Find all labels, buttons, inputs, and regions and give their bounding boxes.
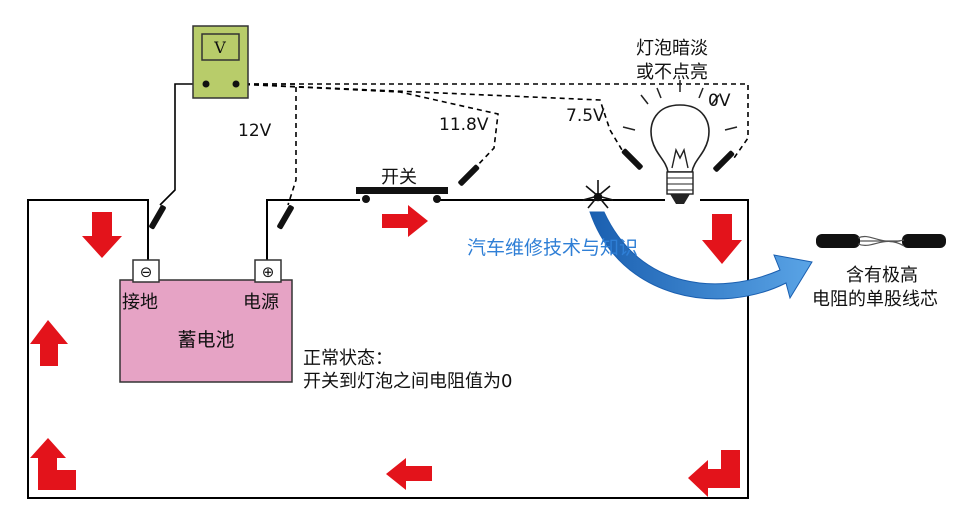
probe-bulb-output [713, 150, 735, 172]
flow-arrow-corner-right [688, 450, 740, 497]
voltmeter: V [192, 25, 249, 99]
flow-arrow-right [382, 205, 428, 237]
battery-pos-terminal: ⊕ [262, 263, 275, 281]
probe-ground [149, 205, 166, 230]
switch [356, 187, 448, 203]
fault-spark [582, 180, 614, 209]
probe-power [277, 205, 294, 230]
flow-arrow-left [386, 458, 432, 490]
battery: ⊖ ⊕ 接地 电源 蓄电池 [119, 259, 293, 383]
battery-name: 蓄电池 [177, 329, 234, 351]
voltmeter-terminal-pos [232, 80, 240, 88]
bulb-note-line1: 灯泡暗淡 [636, 38, 708, 59]
flow-arrow-corner-left [30, 438, 76, 490]
wire-note-line1: 含有极高 [846, 265, 918, 286]
switch-label: 开关 [381, 167, 417, 188]
normal-note-line2: 开关到灯泡之间电阻值为0 [303, 371, 513, 392]
normal-note-line1: 正常状态： [303, 348, 393, 369]
probe-dashed-leads [235, 83, 749, 206]
high-resistance-wire-icon [816, 234, 946, 248]
flow-arrow-down-left [82, 212, 122, 258]
flow-arrow-up-left [30, 320, 68, 366]
battery-power-label: 电源 [243, 292, 279, 313]
voltmeter-display: V [213, 38, 226, 57]
probe-reading-7-5v: 7.5V [566, 106, 605, 126]
highlight-curve-arrow [589, 211, 813, 300]
circuit-wires [27, 199, 749, 499]
probe-bulb-input [621, 148, 643, 170]
current-flow-arrows [30, 205, 742, 497]
probe-switch-output [458, 164, 480, 186]
battery-neg-terminal: ⊖ [140, 263, 153, 281]
meter-leads [159, 83, 206, 206]
voltmeter-terminal-neg [202, 80, 210, 88]
bulb [622, 80, 738, 204]
probes [149, 148, 735, 230]
watermark: 汽车维修技术与知识 [467, 237, 639, 259]
bulb-note-line2: 或不点亮 [636, 62, 708, 83]
probe-reading-0v: 0V [708, 91, 731, 111]
flow-arrow-down-right [702, 214, 742, 264]
wire-note-line2: 电阻的单股线芯 [812, 289, 938, 310]
probe-reading-11-8v: 11.8V [439, 115, 489, 135]
battery-ground-label: 接地 [122, 292, 158, 313]
probe-reading-12v: 12V [238, 121, 272, 141]
